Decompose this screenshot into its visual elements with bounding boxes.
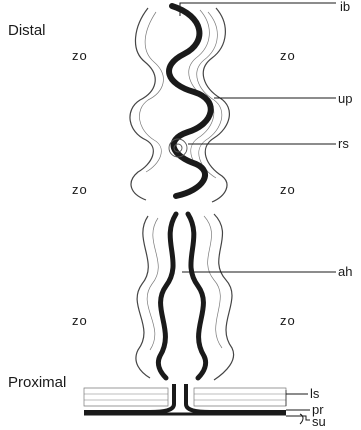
callout-ib: ib [340, 0, 350, 13]
label-zo-top-right: zo [280, 49, 296, 62]
distal-hatch-1 [139, 12, 163, 172]
label-distal: Distal [8, 23, 46, 38]
distal-dark-band [169, 6, 211, 196]
middle-segment [136, 214, 234, 380]
leader-su [286, 416, 310, 420]
distal-outline-left [130, 8, 155, 200]
label-zo-top-left: zo [72, 49, 88, 62]
middle-hatch-left [147, 218, 158, 350]
label-zo-bottom-left: zo [72, 314, 88, 327]
distal-segment [130, 6, 229, 202]
middle-dark-band-right [188, 214, 206, 378]
middle-dark-band-left [158, 214, 176, 378]
label-proximal: Proximal [8, 375, 66, 390]
label-zo-mid-right: zo [280, 183, 296, 196]
middle-hatch-right [204, 216, 222, 348]
callout-su: su [312, 415, 326, 428]
proximal-base [84, 384, 286, 414]
callout-up: up [338, 92, 352, 105]
label-zo-bottom-right: zo [280, 314, 296, 327]
callout-ah: ah [338, 265, 352, 278]
label-zo-mid-left: zo [72, 183, 88, 196]
middle-outline-left [136, 216, 150, 378]
callout-rs: rs [338, 137, 349, 150]
callout-ls: ls [310, 387, 319, 400]
middle-outline-right [214, 214, 234, 380]
